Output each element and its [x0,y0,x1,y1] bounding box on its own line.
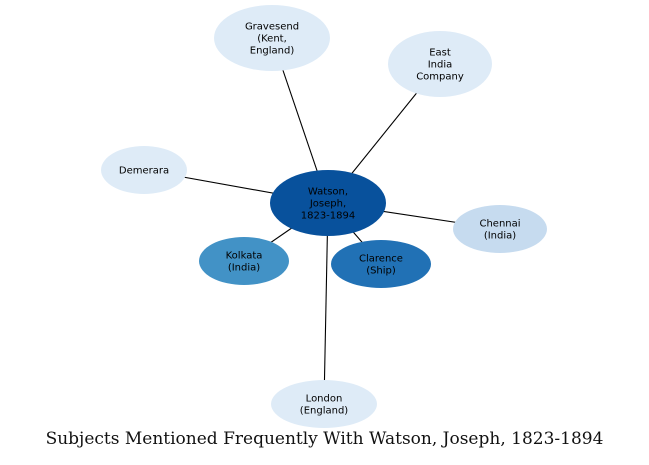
node-demerara[interactable]: Demerara [101,146,187,194]
node-label-line: Kolkata [226,251,263,262]
node-label-line: Chennai [479,219,520,230]
node-london-label: London(England) [300,394,348,417]
node-clarence[interactable]: Clarence(Ship) [331,240,431,288]
node-label-line: (Kent, [257,34,287,45]
node-label-line: London [306,394,343,405]
node-label-line: East [429,48,451,59]
node-clarence-label: Clarence(Ship) [359,254,403,277]
node-london-ellipse [271,380,377,428]
node-label-line: Company [416,72,464,83]
node-label-line: Demerara [119,166,169,177]
node-center[interactable]: Watson,Joseph,1823-1894 [270,170,386,236]
nodes-layer: Watson,Joseph,1823-1894 Gravesend(Kent,En… [101,5,547,428]
node-demerara-label: Demerara [119,166,169,177]
node-gravesend[interactable]: Gravesend(Kent,England) [214,5,330,71]
node-label-line: Clarence [359,254,403,265]
node-label-line: Joseph, [309,199,346,210]
node-label-line: England) [250,46,295,57]
node-chennai[interactable]: Chennai(India) [453,205,547,253]
node-chennai-ellipse [453,205,547,253]
graph-caption: Subjects Mentioned Frequently With Watso… [45,429,604,449]
node-label-line: (India) [484,231,516,242]
node-label-line: India [428,60,453,71]
node-label-line: (India) [228,263,260,274]
node-kolkata[interactable]: Kolkata(India) [199,237,289,285]
node-kolkata-label: Kolkata(India) [226,251,263,274]
node-label-line: Gravesend [245,22,299,33]
node-label-line: (Ship) [366,266,396,277]
node-chennai-label: Chennai(India) [479,219,520,242]
node-demerara-ellipse [101,146,187,194]
node-clarence-ellipse [331,240,431,288]
edge-center-london [323,202,329,405]
node-label-line: (England) [300,406,348,417]
node-east-india-company-ellipse [388,31,492,97]
node-center-label: Watson,Joseph,1823-1894 [301,187,356,222]
node-london[interactable]: London(England) [271,380,377,428]
node-gravesend-ellipse [214,5,330,71]
node-label-line: Watson, [308,187,348,198]
node-center-ellipse [270,170,386,236]
node-label-line: 1823-1894 [301,211,356,222]
node-gravesend-label: Gravesend(Kent,England) [245,22,299,57]
node-kolkata-ellipse [199,237,289,285]
